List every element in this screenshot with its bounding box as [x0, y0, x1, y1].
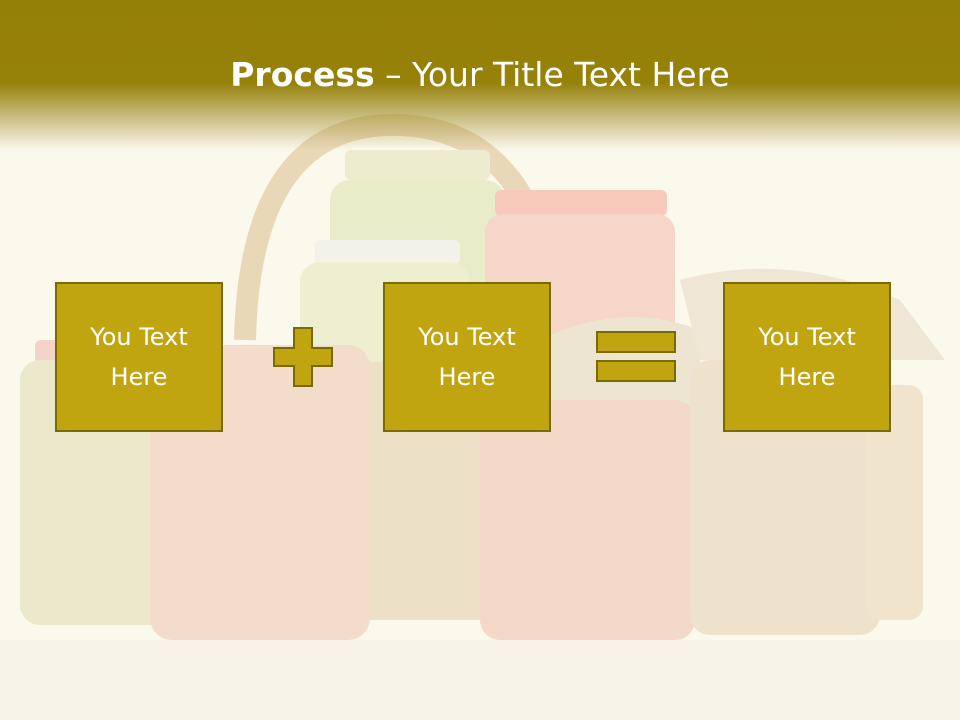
process-box-1-text: You Text Here — [90, 323, 188, 391]
slide-title: Process – Your Title Text Here — [0, 52, 960, 98]
process-box-2-text: You Text Here — [418, 323, 516, 391]
title-bold: Process — [230, 55, 375, 94]
process-box-2[interactable]: You Text Here — [383, 282, 551, 432]
title-rest: Your Title Text Here — [412, 55, 730, 94]
process-box-3[interactable]: You Text Here — [723, 282, 891, 432]
title-banner — [0, 0, 960, 150]
process-box-1[interactable]: You Text Here — [55, 282, 223, 432]
process-box-3-text: You Text Here — [758, 323, 856, 391]
equals-icon — [596, 331, 676, 382]
title-dash: – — [374, 55, 413, 94]
plus-icon — [273, 327, 333, 387]
